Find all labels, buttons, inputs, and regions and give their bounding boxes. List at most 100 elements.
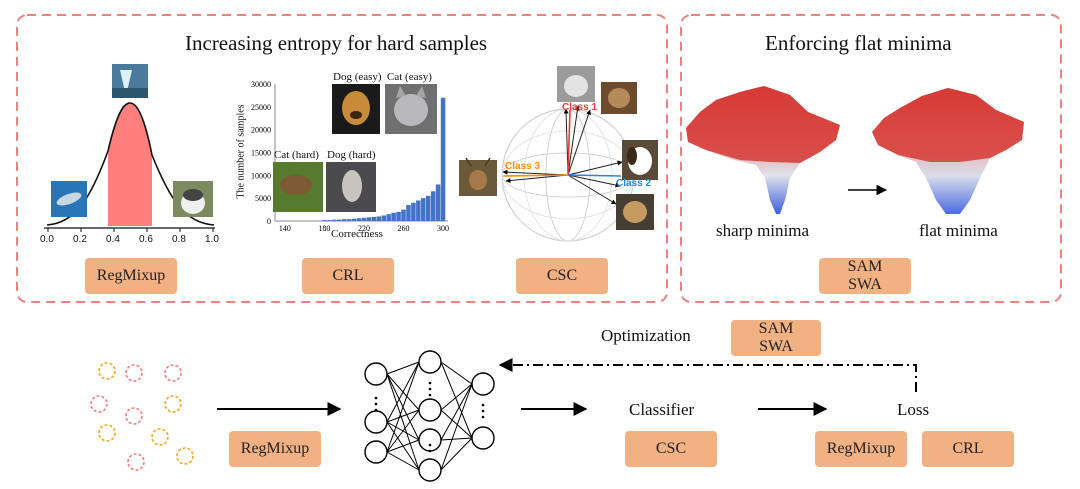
crl-bar [351,218,357,221]
dog-easy-caption: Dog (easy) [333,71,382,83]
crl-y-tick-label: 30000 [251,80,271,89]
nn-edge [386,409,420,453]
crl-x-tick-label: 260 [398,224,410,233]
crl-bar [327,220,332,221]
deer-thumbnail [459,157,497,196]
nn-node [418,428,442,452]
right-sam-swa-tag: SAM SWA [819,258,911,294]
flat-minima-landscape [872,88,1024,214]
crl-bar [341,219,347,221]
optimization-sam-swa-tag: SAM SWA [731,320,821,356]
bell-tick-label: 0.6 [139,234,153,245]
class2-label: Class 2 [616,178,652,189]
nn-edge [386,361,420,453]
nn-edge [386,373,420,471]
nn-node [418,350,442,374]
nn-edge [386,361,420,375]
bell-tick-label: 0.0 [40,234,54,245]
crl-y-tick-label: 25000 [251,103,271,112]
nn-node [364,440,388,464]
crl-bar [337,219,342,221]
opt-swa-label: SWA [759,338,793,355]
classifier-csc-tag: CSC [625,431,717,467]
crl-bars [322,97,446,221]
nn-node [471,426,495,450]
crl-bar [346,219,352,221]
bell-tick-label: 0.4 [106,234,120,245]
crl-bar [376,216,382,221]
crl-bar [332,219,337,221]
crl-bar [435,184,441,221]
nn-edge [440,437,473,471]
sphere-vectors [502,105,623,205]
class1-label: Class 1 [562,102,598,113]
regmixup-tag: RegMixup [85,258,177,294]
kitten-thumbnail-1 [557,66,595,102]
regmixup-plot [44,64,215,232]
crl-y-tick-label: 5000 [255,194,271,203]
right-sam-label: SAM [847,258,883,275]
waterfall-thumbnail [112,64,148,98]
csc-sphere-diagram [459,66,658,242]
crl-y-tick-label: 10000 [251,171,271,180]
crl-y-tick-label: 0 [267,217,271,226]
opt-sam-label: SAM [758,320,794,337]
sharp-minima-landscape [686,86,840,214]
crl-bar [391,212,396,221]
nn-edge [440,383,473,441]
dog-hard-thumbnail [326,162,376,212]
cat-hard-thumbnail [273,162,323,212]
husky-thumbnail [173,181,213,217]
crl-bar [416,200,421,221]
nn-edge [386,409,420,423]
bell-tick-label: 1.0 [205,234,219,245]
crl-x-tick-label: 140 [279,224,291,233]
bell-tick-label: 0.2 [73,234,87,245]
nn-edge [440,383,473,471]
crl-bar [361,217,367,221]
nn-edge [386,451,420,471]
nn-node [418,398,442,422]
optimization-label: Optimization [601,326,691,345]
puppy-thumbnail [616,194,654,230]
crl-x-tick-label: 300 [437,224,449,233]
cat-easy-thumbnail [385,84,437,134]
dolphin-thumbnail [51,181,87,217]
class3-label: Class 3 [505,161,541,172]
sharp-minima-label: sharp minima [716,221,810,240]
input-samples [90,362,194,471]
crl-x-tick-label: 220 [358,224,370,233]
csc-tag: CSC [516,258,608,294]
crl-x-tick-label: 180 [318,224,330,233]
nn-node [418,458,442,482]
crl-bar [406,205,411,221]
crl-y-tick-label: 20000 [251,126,271,135]
left-panel-border [16,14,668,303]
dog-easy-thumbnail [332,84,380,134]
nn-edge [440,437,473,441]
bell-tick-label: 0.8 [172,234,186,245]
nn-edge [386,361,420,423]
nn-edge [440,361,473,439]
nn-edge [440,409,473,439]
crl-bar [366,217,372,221]
crl-bar [401,209,406,221]
crl-bar [356,218,362,221]
nn-edge [440,383,473,411]
crl-x-ticks: 140 180 220 260 300 [279,224,449,233]
cat-hard-caption: Cat (hard) [274,149,319,161]
loss-regmixup-tag: RegMixup [815,431,907,467]
crl-bar [440,97,446,221]
loss-label: Loss [897,400,930,419]
nn-node [364,362,388,386]
right-panel-border [680,14,1062,303]
crl-tag: CRL [302,258,394,294]
flat-minima-label: flat minima [919,221,998,240]
nn-node [471,372,495,396]
input-regmixup-tag: RegMixup [229,431,321,467]
beagle-thumbnail [622,140,658,180]
crl-bar [371,216,377,221]
crl-bar [411,202,416,221]
